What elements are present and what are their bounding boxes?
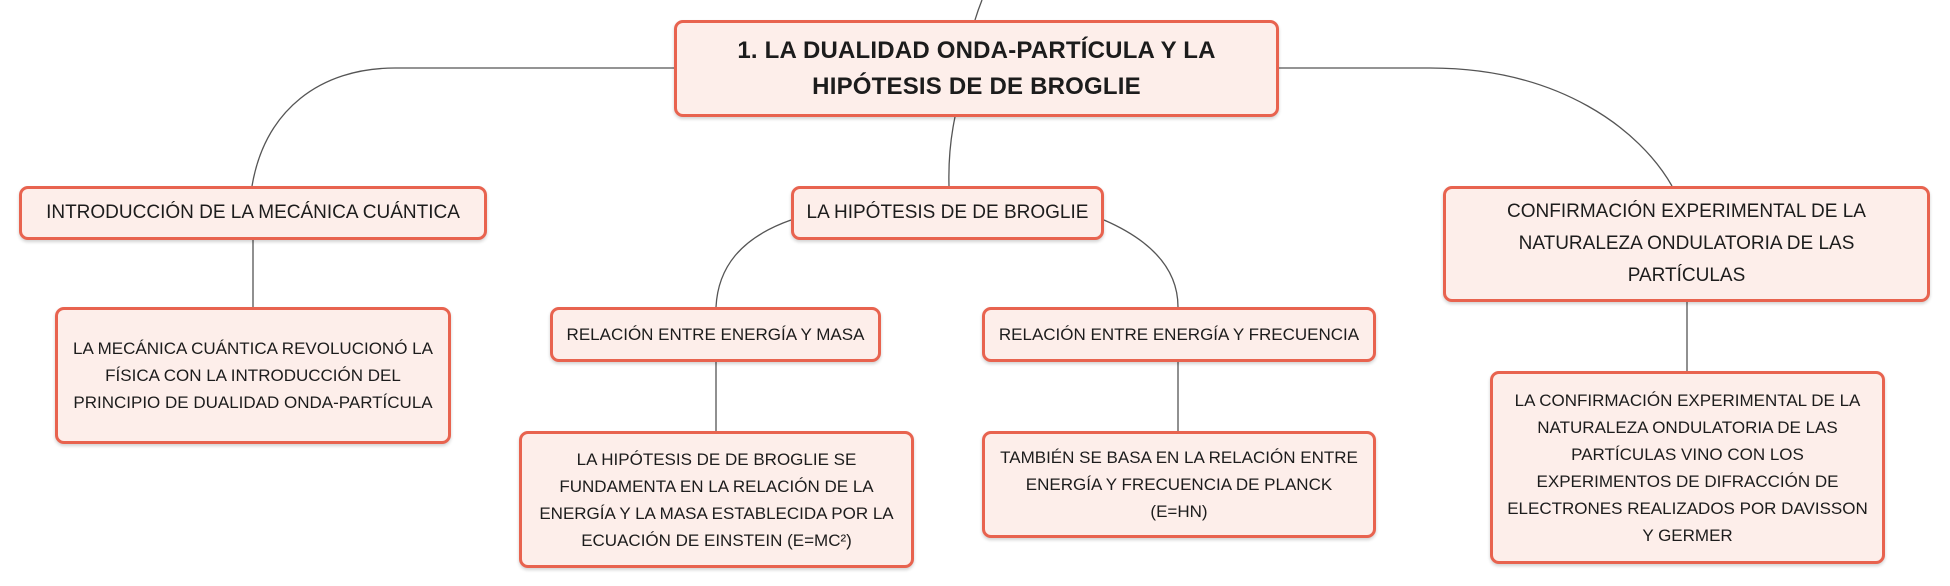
connector-parent-to-root [974,0,983,21]
topic-intro-node[interactable]: INTRODUCCIÓN DE LA MECÁNICA CUÁNTICA [19,186,487,240]
mass-detail-text: LA HIPÓTESIS DE DE BROGLIE SE FUNDAMENTA… [539,449,894,550]
connector-root-to-confirmation [1279,67,1673,187]
confirmation-detail-text: LA CONFIRMACIÓN EXPERIMENTAL DE LA NATUR… [1507,390,1868,545]
intro-detail-node[interactable]: LA MECÁNICA CUÁNTICA REVOLUCIONÓ LA FÍSI… [55,307,451,444]
connector-hypothesis-to-mass [715,219,792,308]
subtopic-mass-label: RELACIÓN ENTRE ENERGÍA Y MASA [566,324,865,344]
root-topic-label: 1. LA DUALIDAD ONDA-PARTÍCULA Y LA HIPÓT… [737,36,1216,100]
topic-intro-label: INTRODUCCIÓN DE LA MECÁNICA CUÁNTICA [46,202,460,223]
connector-root-to-hypothesis [948,116,956,187]
connector-hypothesis-to-frequency [1103,219,1179,308]
connector-root-to-intro [251,67,674,187]
topic-confirmation-node[interactable]: CONFIRMACIÓN EXPERIMENTAL DE LA NATURALE… [1443,186,1930,302]
confirmation-detail-node[interactable]: LA CONFIRMACIÓN EXPERIMENTAL DE LA NATUR… [1490,371,1885,564]
mass-detail-node[interactable]: LA HIPÓTESIS DE DE BROGLIE SE FUNDAMENTA… [519,431,914,568]
intro-detail-text: LA MECÁNICA CUÁNTICA REVOLUCIONÓ LA FÍSI… [73,339,433,412]
root-topic-node[interactable]: 1. LA DUALIDAD ONDA-PARTÍCULA Y LA HIPÓT… [674,20,1279,117]
subtopic-mass-node[interactable]: RELACIÓN ENTRE ENERGÍA Y MASA [550,307,881,362]
topic-confirmation-label: CONFIRMACIÓN EXPERIMENTAL DE LA NATURALE… [1507,201,1866,286]
topic-hypothesis-node[interactable]: LA HIPÓTESIS DE DE BROGLIE [791,186,1104,240]
frequency-detail-node[interactable]: TAMBIÉN SE BASA EN LA RELACIÓN ENTRE ENE… [982,431,1376,538]
topic-hypothesis-label: LA HIPÓTESIS DE DE BROGLIE [806,202,1089,223]
frequency-detail-text: TAMBIÉN SE BASA EN LA RELACIÓN ENTRE ENE… [1000,448,1358,521]
subtopic-frequency-label: RELACIÓN ENTRE ENERGÍA Y FRECUENCIA [998,324,1360,344]
subtopic-frequency-node[interactable]: RELACIÓN ENTRE ENERGÍA Y FRECUENCIA [982,307,1376,362]
